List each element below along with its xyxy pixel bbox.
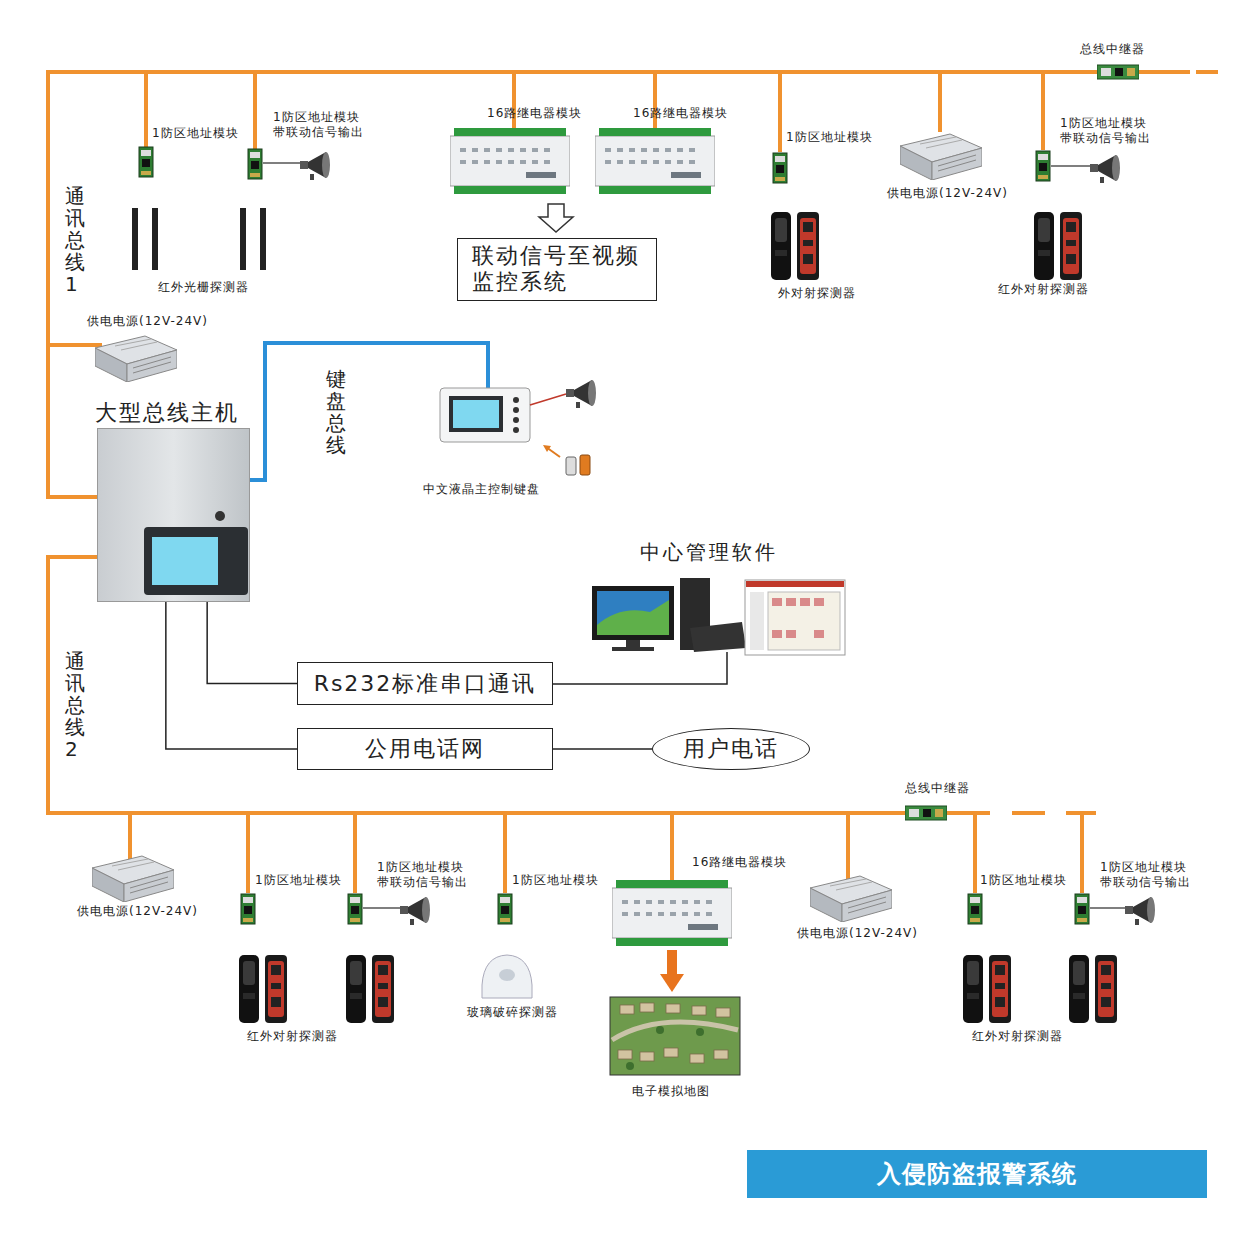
relay-module	[595, 128, 715, 194]
part-label: 玻璃破碎探测器	[467, 1005, 558, 1020]
part-label: 电子模拟地图	[632, 1084, 710, 1099]
part-label: 1防区地址模块 带联动信号输出	[1060, 116, 1151, 146]
beam-detector	[771, 212, 819, 280]
bus-repeater	[1097, 65, 1139, 79]
host-screen	[144, 527, 248, 595]
part-label: 总线中继器	[1080, 42, 1145, 57]
lcd-keyboard	[440, 388, 530, 442]
power-supply	[95, 336, 177, 382]
part-label: 16路继电器模块	[633, 106, 728, 121]
siren	[400, 897, 430, 925]
part-label: 键盘总线	[326, 368, 346, 456]
relay-module	[612, 880, 732, 946]
part-label: 16路继电器模块	[692, 855, 787, 870]
box-text: Rs232标准串口通讯	[314, 669, 537, 699]
part-label: 1防区地址模块	[512, 873, 599, 888]
siren-wire	[263, 162, 300, 164]
down-arrow	[660, 950, 684, 992]
siren-wire	[530, 394, 566, 405]
siren-wire	[1051, 165, 1090, 167]
part-label: 1防区地址模块	[786, 130, 873, 145]
part-label: 1防区地址模块 带联动信号输出	[273, 110, 364, 140]
box-text: 用户电话	[683, 734, 779, 764]
power-supply	[92, 856, 174, 902]
host-lock	[215, 511, 225, 521]
connector-line	[553, 748, 652, 750]
connector-line	[166, 602, 297, 749]
part-label: 中心管理软件	[640, 540, 778, 565]
beam-detector	[1034, 212, 1082, 280]
device-heading: 大型总线主机	[95, 398, 250, 428]
address-module	[241, 894, 255, 924]
beam-detector	[239, 955, 287, 1023]
connector-line	[207, 602, 297, 684]
address-module	[139, 147, 153, 177]
beam-detector	[1069, 955, 1117, 1023]
part-label: 红外对射探测器	[972, 1029, 1063, 1044]
beam-detector	[963, 955, 1011, 1023]
part-label: 1防区地址模块	[152, 126, 239, 141]
power-supply	[810, 876, 892, 922]
address-module	[248, 149, 262, 179]
bus-host: 大型总线主机	[95, 398, 250, 602]
part-label: 供电电源(12V-24V)	[887, 186, 1008, 201]
power-supply	[900, 134, 982, 180]
address-module	[1036, 151, 1050, 181]
siren	[300, 152, 330, 180]
siren	[1125, 897, 1155, 925]
part-label: 红外对射探测器	[247, 1029, 338, 1044]
phone-network-box: 公用电话网	[297, 728, 553, 770]
part-label: 总线中继器	[905, 781, 970, 796]
host-screen-display	[152, 537, 218, 585]
relay-module	[450, 128, 570, 194]
part-label: 16路继电器模块	[487, 106, 582, 121]
electronic-map	[610, 997, 740, 1075]
title-band: 入侵防盗报警系统	[747, 1150, 1207, 1198]
address-module	[773, 153, 787, 183]
part-label: 1防区地址模块 带联动信号输出	[1100, 860, 1191, 890]
part-label: 供电电源(12V-24V)	[77, 904, 198, 919]
part-label: 红外光栅探测器	[158, 280, 249, 295]
siren	[566, 380, 596, 408]
box-text: 联动信号至视频监控系统	[472, 243, 642, 296]
part-label: 1防区地址模块	[980, 873, 1067, 888]
linkage-box: 联动信号至视频监控系统	[457, 238, 657, 301]
box-text: 公用电话网	[365, 734, 485, 764]
part-label: 外对射探测器	[778, 286, 856, 301]
part-label: 红外对射探测器	[998, 282, 1089, 297]
software-screenshot	[745, 580, 845, 655]
siren	[1090, 155, 1120, 183]
address-module	[348, 894, 362, 924]
part-label: 中文液晶主控制键盘	[423, 482, 540, 497]
hollow-arrow	[539, 204, 573, 232]
part-label: 供电电源(12V-24V)	[87, 314, 208, 329]
siren-wire	[363, 907, 400, 909]
part-label: 供电电源(12V-24V)	[797, 926, 918, 941]
serial-cable	[553, 652, 727, 684]
host-housing	[97, 428, 250, 602]
part-label: 通讯总线1	[65, 185, 85, 295]
siren-wire	[1090, 907, 1125, 909]
address-module	[498, 894, 512, 924]
box-text: 入侵防盗报警系统	[877, 1158, 1077, 1190]
infrared-grating	[132, 208, 266, 270]
remote-control	[543, 445, 590, 475]
part-label: 1防区地址模块	[255, 873, 342, 888]
computer	[592, 578, 746, 652]
address-module	[968, 894, 982, 924]
serial-box: Rs232标准串口通讯	[297, 662, 553, 705]
bus-repeater	[905, 806, 947, 820]
beam-detector	[346, 955, 394, 1023]
glass-break-detector	[482, 955, 532, 998]
address-module	[1075, 894, 1089, 924]
bus-line	[48, 557, 1096, 893]
part-label: 通讯总线2	[65, 650, 85, 760]
part-label: 1防区地址模块 带联动信号输出	[377, 860, 468, 890]
user-phone-ellipse: 用户电话	[652, 728, 810, 770]
